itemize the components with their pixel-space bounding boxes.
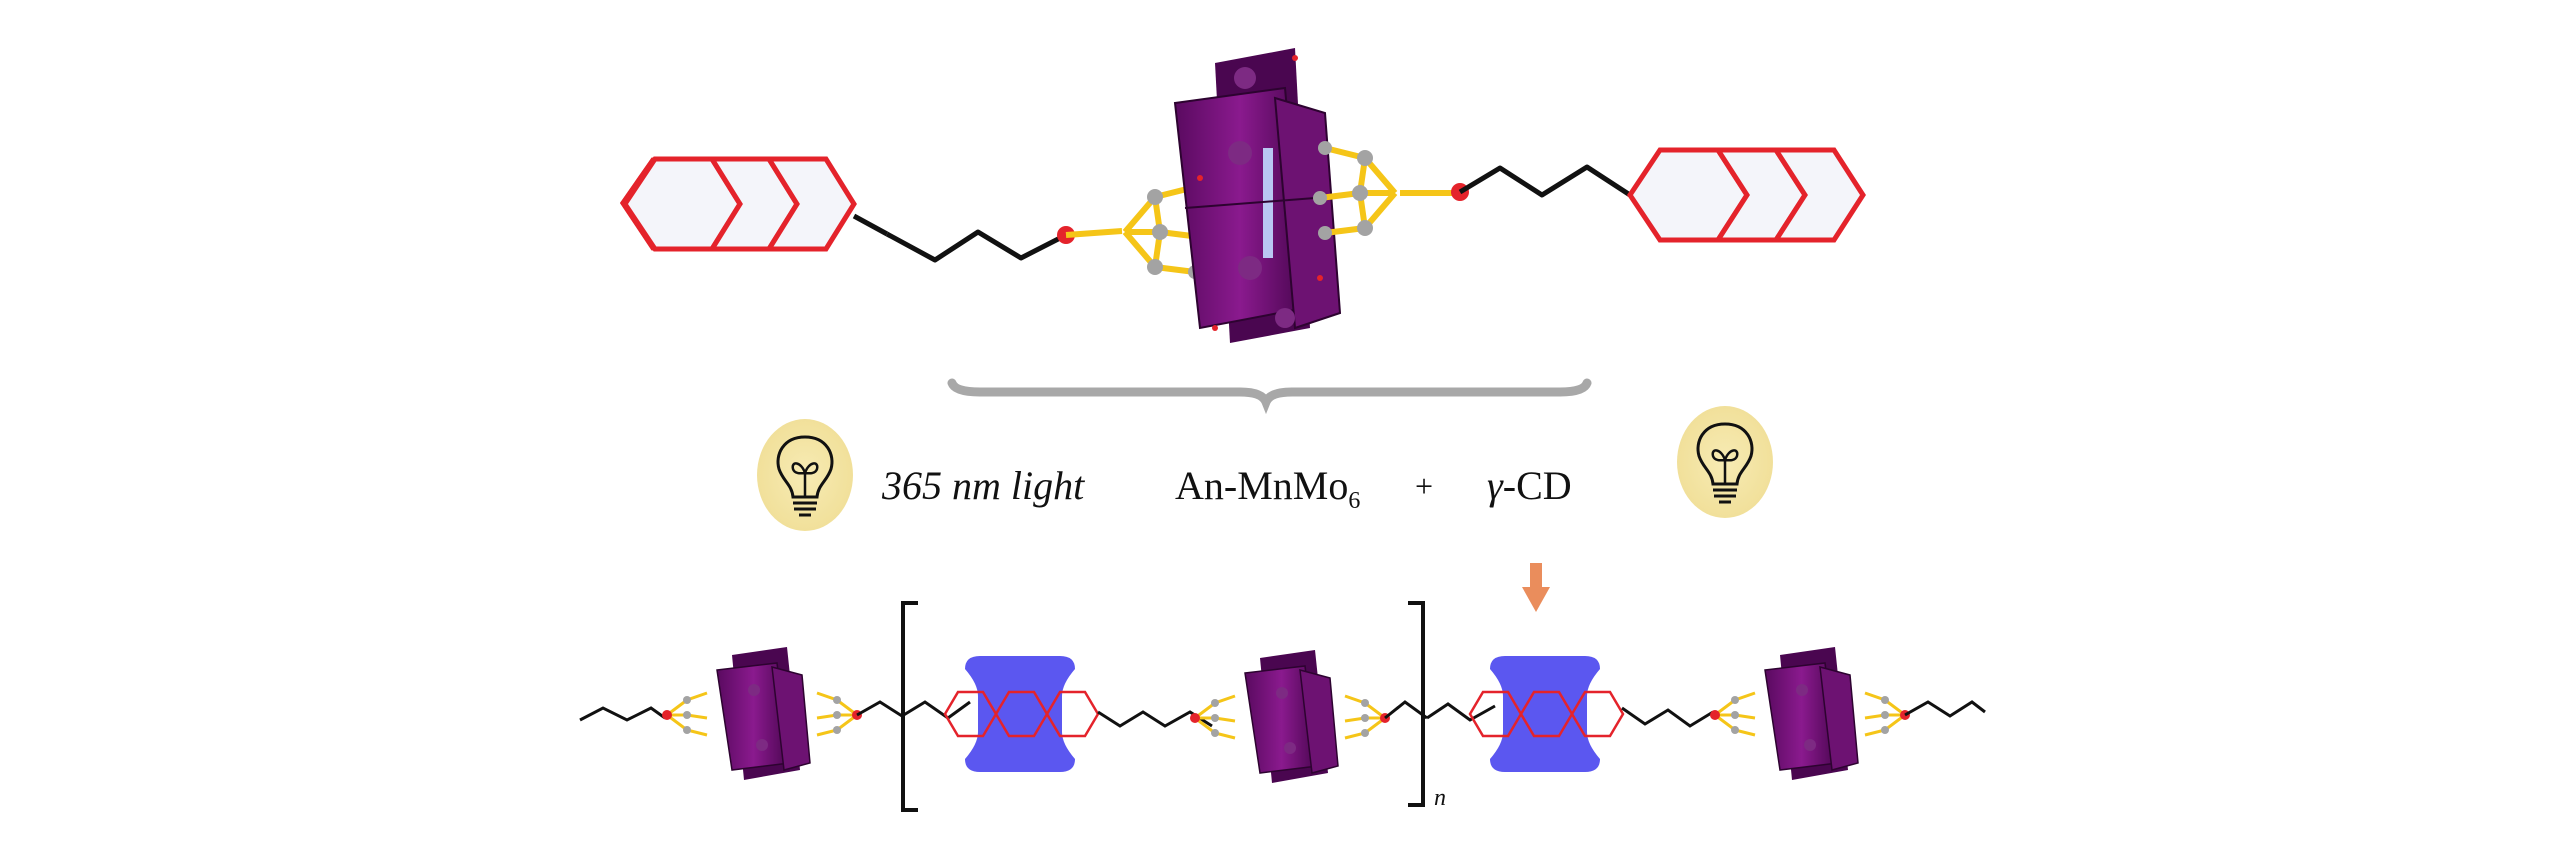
light-wavelength-label: 365 nm light — [882, 463, 1085, 508]
cyclodextrin-text: -CD — [1502, 463, 1572, 508]
repeat-bracket-right — [1408, 601, 1425, 807]
anthracene-right — [1626, 147, 1866, 243]
light-bulb-icon — [1675, 404, 1775, 520]
end-chain-right — [1904, 700, 1986, 718]
alkyl-chain-left — [885, 229, 1068, 263]
alkyl-chain-right — [1458, 164, 1632, 198]
compound-label: An-MnMo6 — [1175, 462, 1360, 515]
chain-link-5 — [1621, 706, 1714, 728]
compound-name: An-MnMo — [1175, 463, 1349, 508]
mnmo6-unit-2 — [1188, 648, 1392, 785]
cyclodextrin-2 — [1468, 654, 1625, 774]
end-chain-left — [579, 706, 666, 722]
mnmo6-unit-3 — [1708, 645, 1912, 782]
down-arrow-icon — [1522, 563, 1550, 612]
repeat-count-label: n — [1434, 785, 1446, 811]
repeat-bracket-left — [901, 601, 918, 812]
light-bulb-icon — [755, 417, 855, 533]
cyclodextrin-1 — [943, 654, 1100, 774]
plus-sign: + — [1415, 468, 1434, 504]
mnmo6-unit-1 — [660, 645, 864, 782]
chain-link-3 — [1384, 700, 1428, 720]
chain-link-4 — [1426, 702, 1496, 722]
compound-subscript: 6 — [1348, 488, 1361, 514]
chain-link-1 — [856, 700, 971, 720]
cyclodextrin-greek: γ — [1487, 463, 1503, 508]
anthracene-left-outline — [621, 156, 857, 252]
cyclodextrin-label: γ-CD — [1487, 462, 1572, 509]
grouping-brace — [947, 378, 1592, 415]
